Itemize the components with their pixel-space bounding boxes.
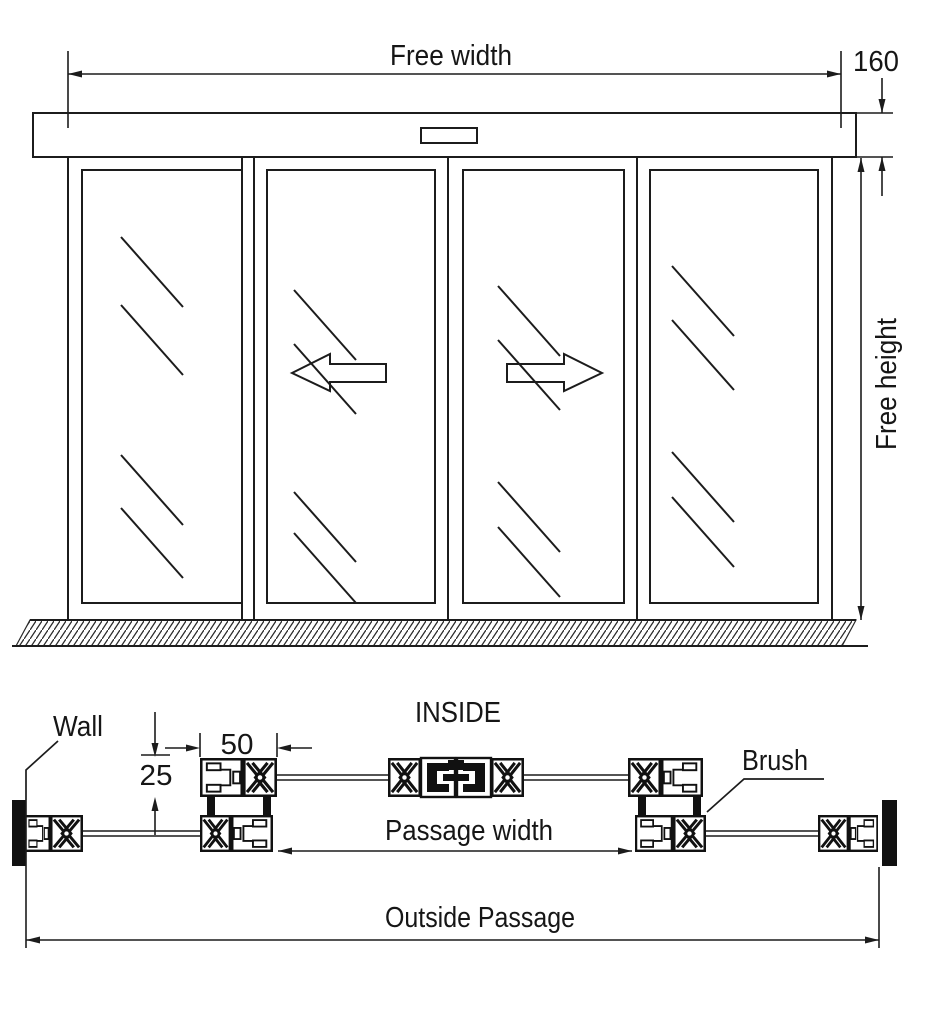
- glass-panels: [81, 169, 819, 604]
- fixed-panel-left-glass: [81, 169, 243, 604]
- header-height-label: 160: [853, 46, 899, 78]
- glazing-clamp: [200, 815, 231, 852]
- glazing-clamp: [818, 815, 849, 852]
- outside-passage-dimension: Outside Passage: [25, 800, 880, 948]
- free-width-label: Free width: [390, 40, 512, 72]
- wall-block-right: [882, 800, 897, 866]
- free-height-dimension: Free height: [857, 158, 903, 620]
- sensor-box: [420, 127, 478, 144]
- glazing-clamp: [243, 758, 277, 797]
- sliding-panel-right-glass: [462, 169, 625, 604]
- sliding-leaves-section: [200, 756, 703, 799]
- wall-label: Wall: [53, 711, 103, 743]
- glazing-clamp: [50, 815, 83, 852]
- free-width-dimension: Free width: [67, 40, 842, 128]
- glazing-clamp: [628, 758, 661, 797]
- interlock-profiles: [419, 756, 493, 799]
- profile-box: [661, 758, 703, 797]
- floor-hatch: [12, 619, 868, 647]
- track-offset-dimension: 25: [140, 712, 173, 835]
- wall-callout: Wall: [25, 711, 103, 800]
- glazing-clamp: [673, 815, 706, 852]
- profile-width-label: 50: [221, 729, 254, 761]
- glazing-clamp: [388, 758, 421, 797]
- profile-box: [25, 815, 50, 852]
- fixed-leaves-section: [25, 815, 878, 852]
- slide-left-arrow-icon: [289, 352, 387, 393]
- brush-label: Brush: [742, 745, 808, 777]
- header-height-dimension: 160: [853, 46, 899, 196]
- glass-reflection-marks: [120, 236, 735, 604]
- plan-view: INSIDE Wall 50 25 Brush: [12, 697, 897, 948]
- brush-callout: Brush: [706, 745, 824, 813]
- profile-width-dimension: 50: [165, 729, 312, 761]
- passage-width-dimension: Passage width: [278, 815, 632, 855]
- glazing-clamp: [491, 758, 524, 797]
- profile-box: [849, 815, 878, 852]
- profile-box: [635, 815, 673, 852]
- wall-block-left: [12, 800, 26, 866]
- header-beam: [32, 112, 857, 158]
- free-height-label: Free height: [871, 318, 903, 450]
- brush-seals: [207, 795, 701, 817]
- slide-right-arrow-icon: [506, 352, 605, 393]
- inside-label: INSIDE: [415, 697, 501, 729]
- profile-box: [231, 815, 273, 852]
- passage-width-label: Passage width: [385, 815, 553, 847]
- outside-passage-label: Outside Passage: [385, 902, 575, 934]
- sliding-panel-left-glass: [266, 169, 436, 604]
- frame-verticals: [67, 157, 833, 620]
- track-offset-label: 25: [140, 760, 173, 792]
- profile-box: [200, 758, 243, 797]
- elevation-view: Free width 160 Free height: [12, 40, 903, 647]
- fixed-panel-right-glass: [649, 169, 819, 604]
